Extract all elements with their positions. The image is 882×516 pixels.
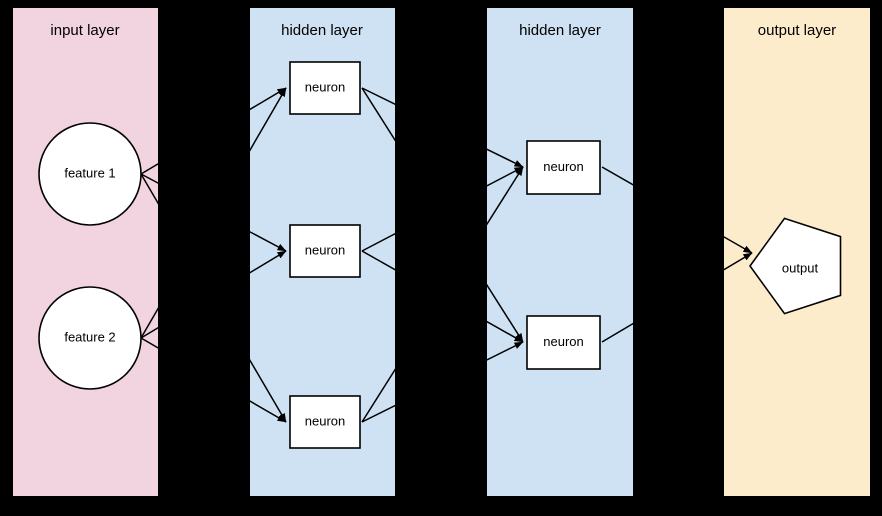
- node-label-h2-neuron-2: neuron: [543, 334, 583, 349]
- node-label-feature-2: feature 2: [64, 329, 115, 344]
- nodes-group: feature 1 feature 2 neuron neuron neuron neur…: [38, 61, 842, 449]
- node-label-h1-neuron-1: neuron: [305, 79, 345, 94]
- node-label-feature-1: feature 1: [64, 165, 115, 180]
- layer-title-input-layer: input layer: [50, 22, 119, 39]
- node-h2-neuron-1[interactable]: [526, 140, 601, 195]
- layer-title-output-layer: output layer: [758, 22, 836, 39]
- node-output-node[interactable]: [749, 217, 842, 315]
- node-h2-neuron-2[interactable]: [526, 315, 601, 370]
- layer-band-input-layer: [13, 8, 158, 496]
- node-label-output-node: output: [782, 260, 819, 275]
- layer-title-hidden-layer-1: hidden layer: [281, 22, 363, 39]
- node-label-h1-neuron-3: neuron: [305, 413, 345, 428]
- node-feature-2[interactable]: [38, 286, 142, 390]
- node-h1-neuron-2[interactable]: [289, 224, 361, 278]
- layer-title-hidden-layer-2: hidden layer: [519, 22, 601, 39]
- node-h1-neuron-1[interactable]: [289, 61, 361, 115]
- connections-group: [140, 87, 753, 423]
- node-feature-1[interactable]: [38, 122, 142, 226]
- node-label-h2-neuron-1: neuron: [543, 159, 583, 174]
- layer-band-hidden-layer-2: [487, 8, 633, 496]
- layer-bands-group: [13, 8, 870, 496]
- node-label-h1-neuron-2: neuron: [305, 242, 345, 257]
- node-h1-neuron-3[interactable]: [289, 395, 361, 449]
- layer-labels-group: input layer hidden layer hidden layer outpu…: [50, 22, 836, 39]
